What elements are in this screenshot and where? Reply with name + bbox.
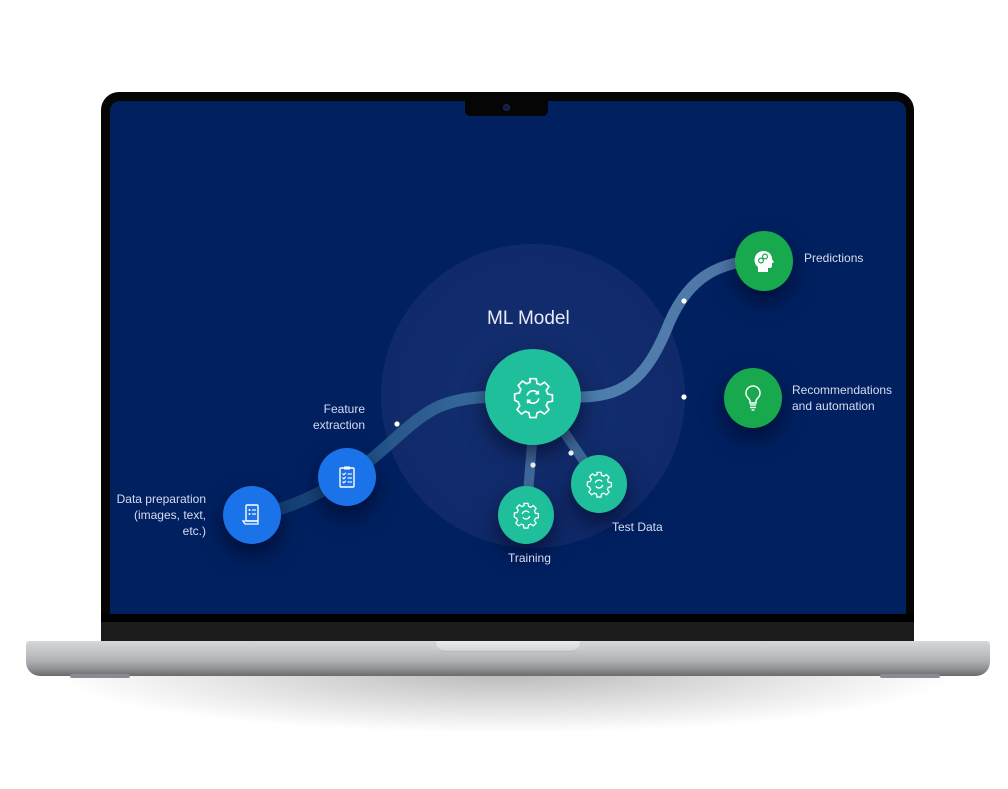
model-title: ML Model	[487, 308, 570, 329]
brain-head-icon	[754, 251, 774, 272]
feature-extraction-label: Feature extraction	[312, 402, 365, 432]
recommendations-label: Recommendations and automation	[792, 383, 893, 413]
camera-icon	[503, 104, 510, 111]
recommendations-node	[724, 368, 782, 428]
lid-opening-notch	[436, 641, 580, 652]
clipboard-checklist-icon	[339, 466, 355, 488]
laptop-chin	[101, 614, 914, 641]
data-preparation-node	[223, 486, 281, 544]
lightbulb-icon	[745, 385, 761, 411]
camera-notch	[465, 101, 548, 116]
gear-sync-icon	[513, 502, 540, 529]
flow-dot	[530, 462, 536, 468]
laptop-foot-right	[880, 674, 940, 678]
predictions-label: Predictions	[804, 251, 864, 265]
laptop-screen: ML Model Data preparation (images, text,…	[110, 101, 906, 614]
flow-dot	[681, 298, 687, 304]
laptop-foot-left	[70, 674, 130, 678]
flow-dot	[681, 394, 687, 400]
laptop-shadow	[60, 672, 950, 732]
gear-sync-icon	[513, 377, 554, 419]
feature-extraction-node	[318, 448, 376, 506]
predictions-flow-path	[574, 254, 770, 403]
flow-dot	[568, 450, 574, 456]
ml-model-node	[485, 349, 581, 445]
gear-sync-icon	[586, 471, 613, 498]
predictions-node	[735, 231, 793, 291]
flow-dot	[394, 421, 400, 427]
data-preparation-label: Data preparation (images, text, etc.)	[116, 492, 206, 538]
input-flow-path	[246, 390, 539, 521]
training-node	[498, 486, 554, 544]
document-list-icon	[241, 504, 259, 525]
training-label: Training	[508, 551, 551, 565]
test-data-node	[571, 455, 627, 513]
test-data-label: Test Data	[612, 520, 663, 534]
